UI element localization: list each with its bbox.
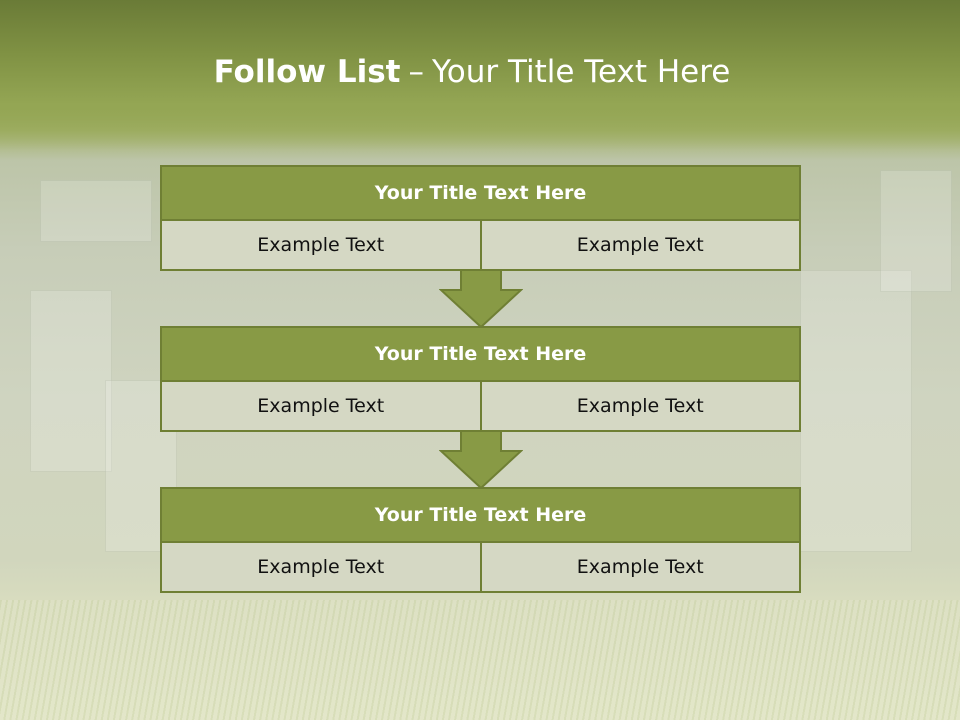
slide-title-bold: Follow List	[213, 54, 401, 90]
step-2-body: Example Text Example Text	[160, 382, 801, 432]
step-2-right-text: Example Text	[479, 382, 800, 430]
step-1: Your Title Text Here Example Text Exampl…	[160, 165, 801, 271]
background-grass	[0, 600, 960, 720]
step-3-title: Your Title Text Here	[160, 487, 801, 543]
background-stone	[30, 290, 112, 472]
step-1-body: Example Text Example Text	[160, 221, 801, 271]
step-2-left-text: Example Text	[257, 395, 385, 417]
slide-title: Follow List–Your Title Text Here	[0, 54, 944, 90]
step-3: Your Title Text Here Example Text Exampl…	[160, 487, 801, 593]
header-band	[0, 0, 960, 150]
step-2: Your Title Text Here Example Text Exampl…	[160, 326, 801, 432]
background-stone	[40, 180, 152, 242]
step-1-title: Your Title Text Here	[160, 165, 801, 221]
background-stone	[800, 270, 912, 552]
step-3-right-text: Example Text	[479, 543, 800, 591]
arrow-down-icon	[439, 270, 523, 328]
step-3-body: Example Text Example Text	[160, 543, 801, 593]
step-2-title: Your Title Text Here	[160, 326, 801, 382]
background-stone	[880, 170, 952, 292]
arrow-down-icon	[439, 431, 523, 489]
step-1-right-text: Example Text	[479, 221, 800, 269]
step-1-left-text: Example Text	[257, 234, 385, 256]
slide-title-rest: Your Title Text Here	[431, 54, 731, 90]
step-3-left-text: Example Text	[257, 556, 385, 578]
slide-title-separator: –	[408, 54, 424, 90]
